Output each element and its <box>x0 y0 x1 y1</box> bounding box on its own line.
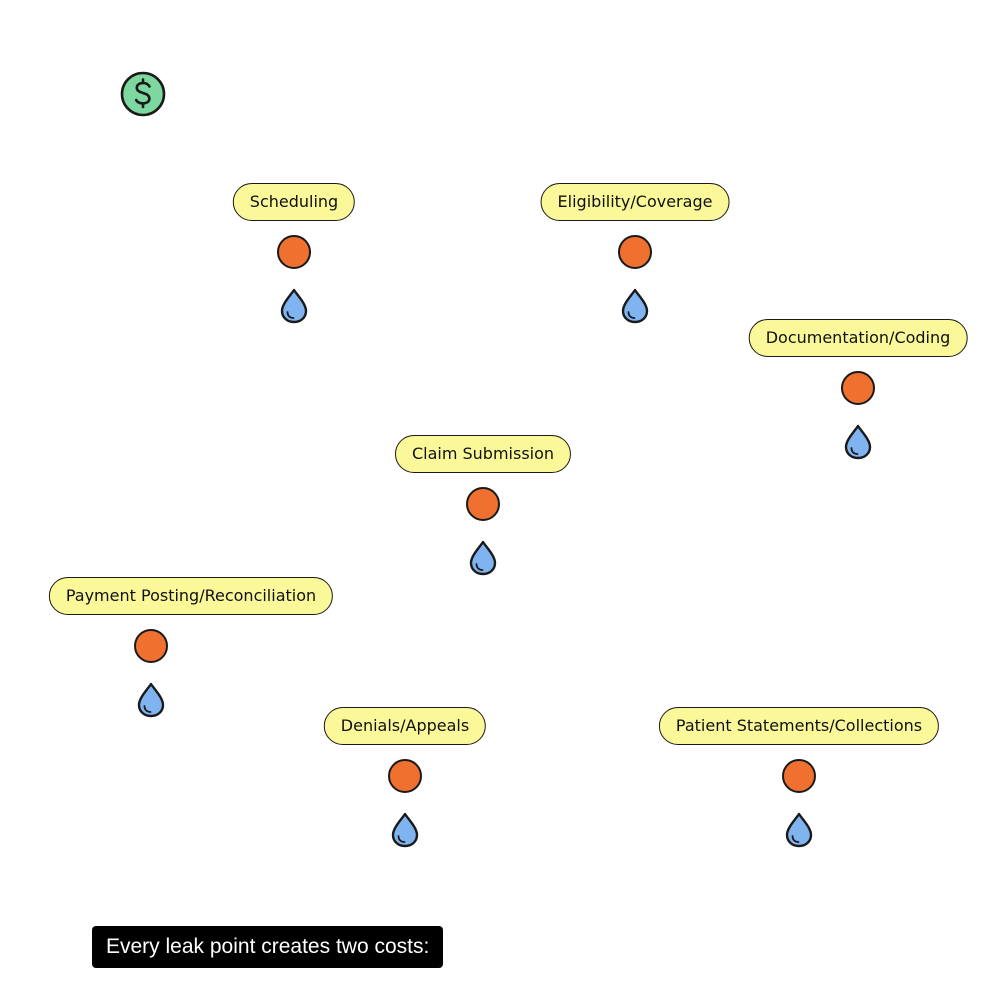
water-drop-icon <box>469 540 497 576</box>
stage-label: Scheduling <box>232 183 356 221</box>
stage-label: Claim Submission <box>394 435 572 473</box>
orange-dot-icon <box>134 629 168 663</box>
dollar-coin-icon <box>120 71 166 117</box>
orange-dot-icon <box>277 235 311 269</box>
water-drop-icon <box>621 288 649 324</box>
orange-dot-icon <box>782 759 816 793</box>
orange-dot-icon <box>841 371 875 405</box>
water-drop-icon <box>280 288 308 324</box>
stage-label: Eligibility/Coverage <box>540 183 730 221</box>
orange-dot-icon <box>466 487 500 521</box>
stage-label: Denials/Appeals <box>323 707 487 745</box>
water-drop-icon <box>391 812 419 848</box>
stage-label: Patient Statements/Collections <box>658 707 940 745</box>
caption-banner: Every leak point creates two costs: <box>92 926 444 968</box>
orange-dot-icon <box>388 759 422 793</box>
stage-label: Documentation/Coding <box>748 319 968 357</box>
water-drop-icon <box>844 424 872 460</box>
water-drop-icon <box>785 812 813 848</box>
stage-label: Payment Posting/Reconciliation <box>48 577 334 615</box>
orange-dot-icon <box>618 235 652 269</box>
water-drop-icon <box>137 682 165 718</box>
